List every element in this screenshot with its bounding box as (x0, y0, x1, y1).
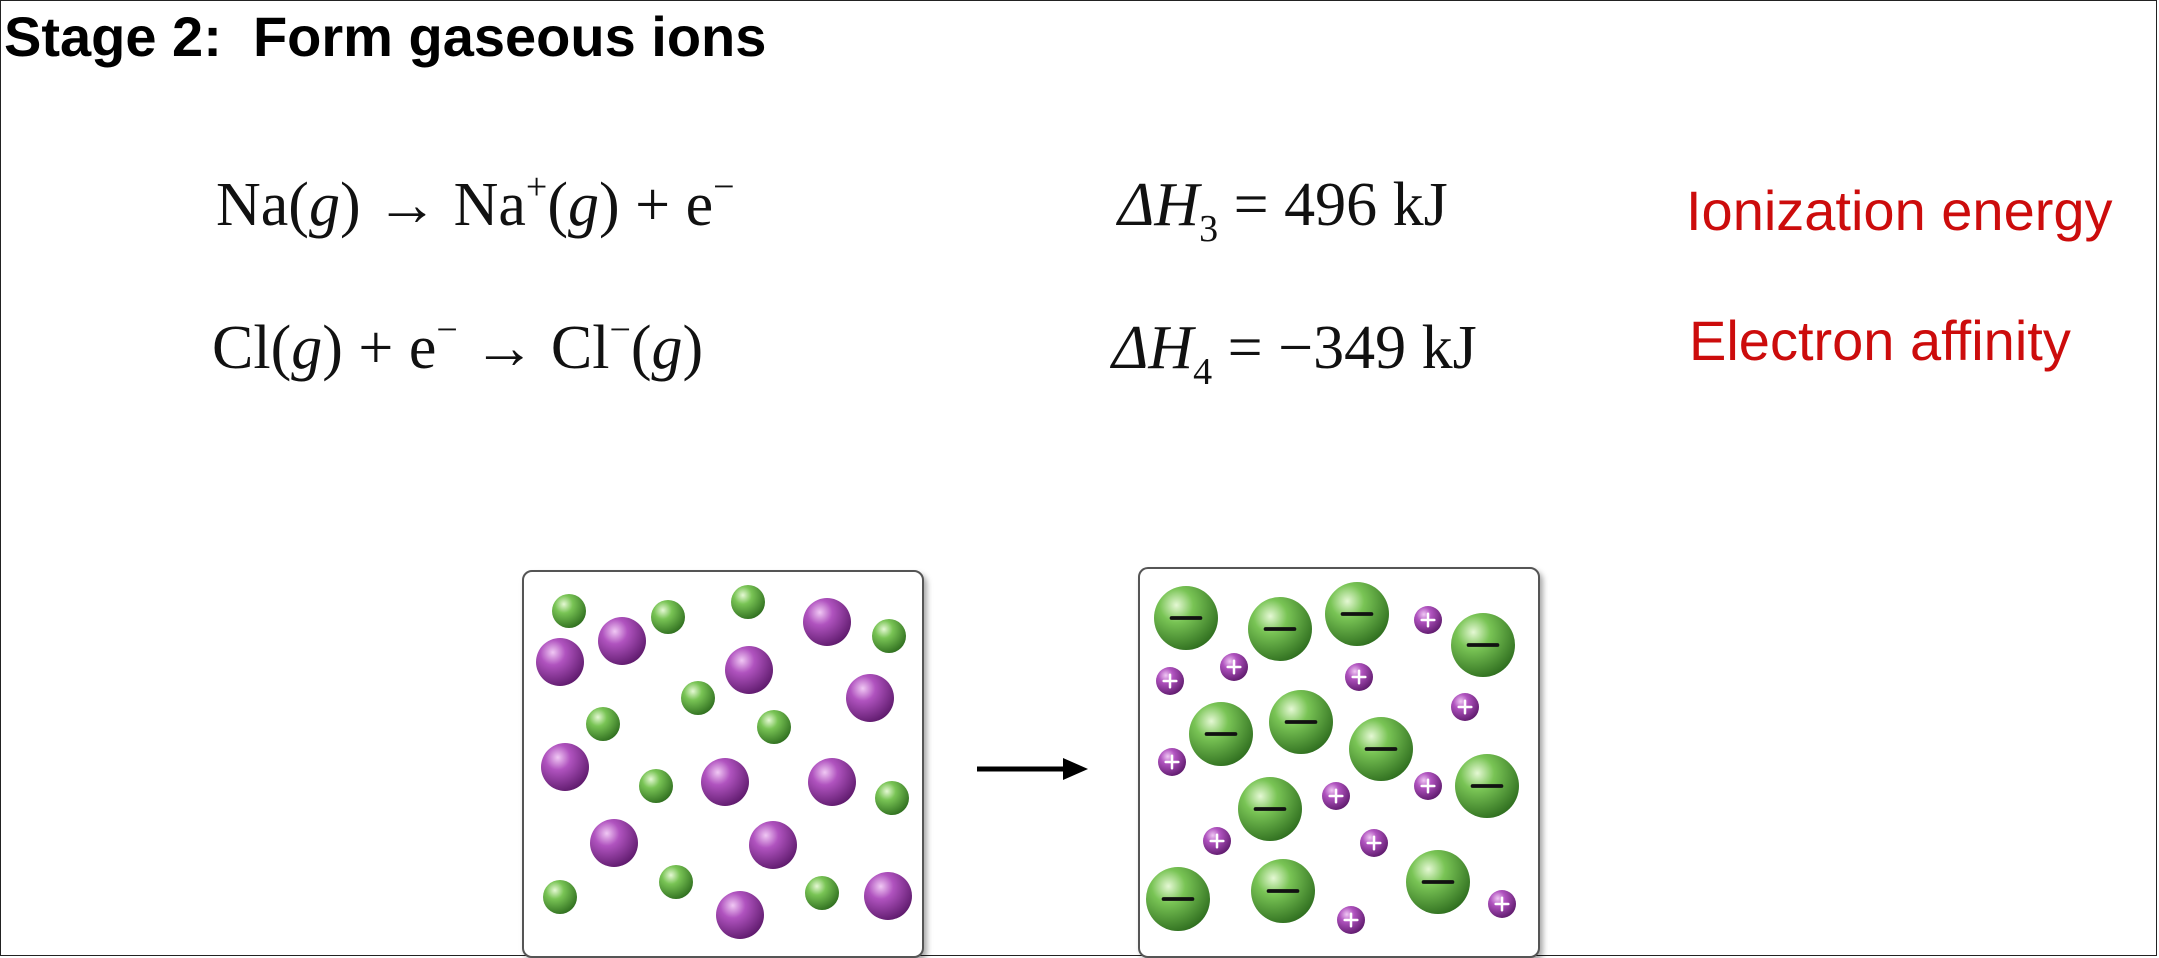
plus-charge-icon (1494, 896, 1510, 912)
reaction-2-enthalpy: ΔH4 = −349 kJ (1112, 308, 1477, 391)
delta-h: ΔH (1112, 314, 1194, 382)
chlorine-atom (639, 769, 673, 803)
sodium-atom (864, 872, 912, 920)
sodium-atom (808, 758, 856, 806)
state-g: g (568, 171, 599, 239)
plus-charge-icon (1420, 778, 1436, 794)
state-g: g (291, 314, 323, 382)
delta-h-index: 3 (1199, 208, 1219, 250)
electron-charge: − (436, 309, 458, 351)
sodium-atom (716, 891, 764, 939)
sodium-atom (598, 617, 646, 665)
chlorine-atom (731, 585, 765, 619)
sodium-atom (846, 674, 894, 722)
plus-charge-icon (1457, 699, 1473, 715)
species-cl: Cl (212, 314, 271, 382)
chlorine-atom (872, 619, 906, 653)
delta-h-value: = −349 kJ (1227, 314, 1477, 382)
electron: e (685, 171, 714, 239)
neutral-atoms-group (536, 585, 912, 939)
sodium-atom (701, 758, 749, 806)
delta-h-value: = 496 kJ (1233, 171, 1448, 239)
plus-charge-icon (1343, 912, 1359, 928)
electron-affinity-label: Electron affinity (1689, 309, 2071, 372)
plus-charge-icon (1366, 835, 1382, 851)
chlorine-atom (552, 594, 586, 628)
sodium-atom (541, 743, 589, 791)
chlorine-atom (586, 707, 620, 741)
plus-charge-icon (1351, 669, 1367, 685)
ionization-energy-label: Ionization energy (1686, 179, 2113, 242)
plus-charge-icon (1420, 612, 1436, 628)
chlorine-atom (543, 880, 577, 914)
reaction-arrow: → (473, 314, 536, 382)
plus-charge-icon (1328, 788, 1344, 804)
charge-minus: − (609, 309, 631, 351)
sodium-atom (803, 598, 851, 646)
chlorine-atom (805, 876, 839, 910)
species-cl-ion: Cl (550, 314, 610, 382)
species-na-ion: Na (453, 171, 526, 239)
plus-charge-icon (1162, 673, 1178, 689)
transformation-arrow-icon (977, 758, 1088, 780)
chlorine-atom (875, 781, 909, 815)
sodium-atom (725, 646, 773, 694)
species-na: Na (216, 171, 289, 239)
chlorine-atom (757, 710, 791, 744)
plus-charge-icon (1209, 833, 1225, 849)
sodium-atom (749, 821, 797, 869)
plus-charge-icon (1226, 659, 1242, 675)
reaction-2-equation: Cl(g) + e− → Cl−(g) (212, 309, 704, 382)
plus-sign: + (358, 314, 394, 382)
electron-charge: − (713, 166, 735, 208)
delta-h: ΔH (1118, 171, 1200, 239)
chlorine-atom (681, 681, 715, 715)
plus-sign: + (635, 171, 671, 239)
reaction-1-enthalpy: ΔH3 = 496 kJ (1118, 165, 1448, 248)
sodium-atom (590, 819, 638, 867)
electron: e (408, 314, 437, 382)
chlorine-atom (659, 865, 693, 899)
delta-h-index: 4 (1193, 351, 1213, 393)
charge-plus: + (525, 166, 548, 208)
slide-title: Stage 2: Form gaseous ions (4, 5, 767, 68)
plus-charge-icon (1164, 754, 1180, 770)
reaction-arrow: → (376, 171, 439, 239)
chlorine-atom (651, 600, 685, 634)
sodium-atom (536, 638, 584, 686)
reaction-1-equation: Na(g) → Na+(g) + e− (216, 166, 735, 239)
ions-group (1146, 582, 1519, 934)
state-g: g (308, 171, 340, 239)
state-g: g (651, 314, 683, 382)
